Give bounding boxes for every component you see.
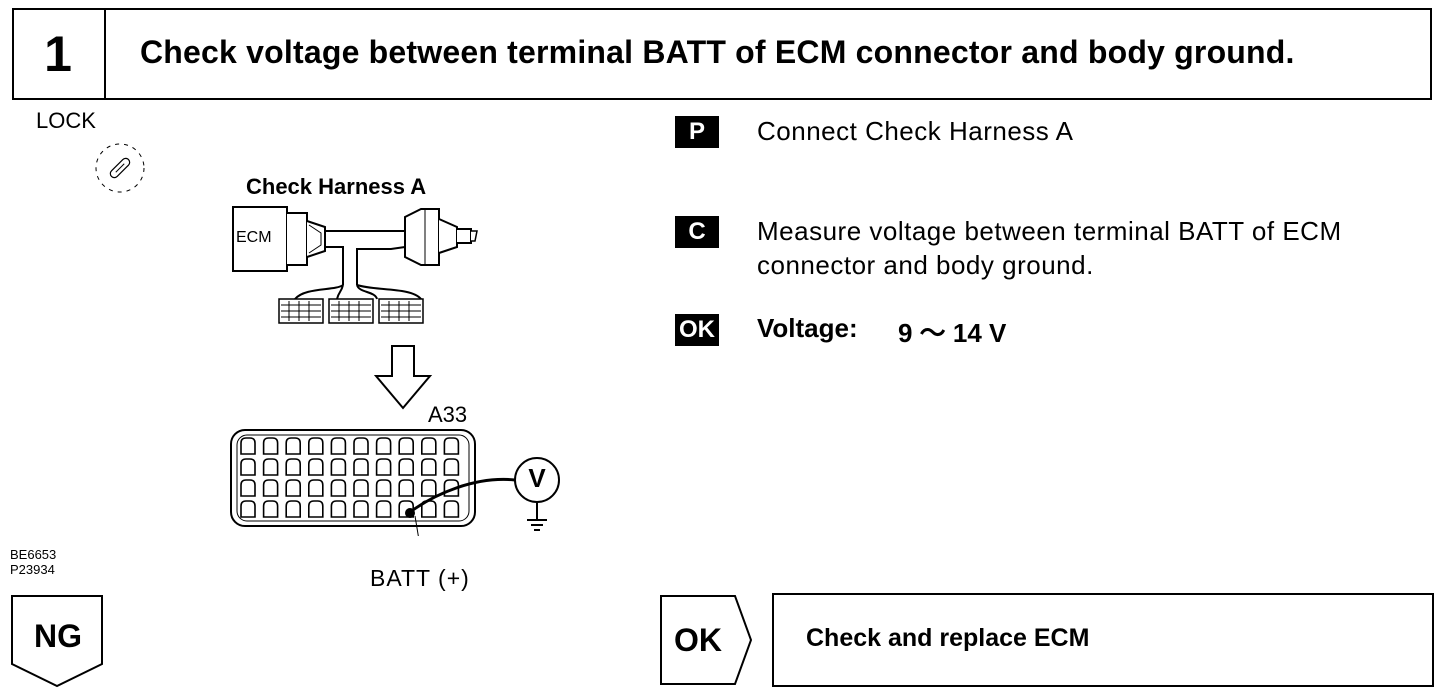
step-title: Check voltage between terminal BATT of E… xyxy=(140,34,1295,70)
connector-pin xyxy=(285,437,301,455)
connector-pin xyxy=(240,458,256,476)
ng-tag xyxy=(11,595,103,688)
connector-pin xyxy=(398,458,414,476)
connector-pin xyxy=(330,437,347,455)
connector-pin xyxy=(308,500,324,518)
badge-prep: P xyxy=(675,116,719,148)
connector-pin xyxy=(262,458,279,476)
instruction-prep: Connect Check Harness A xyxy=(757,116,1074,146)
connector-pin xyxy=(240,437,256,455)
terminal-label: BATT (+) xyxy=(370,565,470,591)
down-arrow-icon xyxy=(374,345,433,410)
badge-ok: OK xyxy=(675,314,719,346)
connector-pin xyxy=(240,479,256,497)
connector-pin xyxy=(353,500,369,518)
ok-action: Check and replace ECM xyxy=(806,624,1090,652)
connector-pin xyxy=(330,479,347,497)
connector-pin xyxy=(398,479,414,497)
connector-pin xyxy=(421,458,437,476)
connector-pin xyxy=(262,437,279,455)
connector-label: A33 xyxy=(428,402,468,427)
badge-check: C xyxy=(675,216,719,248)
connector-pin xyxy=(443,500,460,518)
connector-pin xyxy=(308,437,324,455)
connector-pin xyxy=(262,479,279,497)
connector-pin xyxy=(443,458,460,476)
ecm-label: ECM xyxy=(236,229,272,246)
figure-code: BE6653 xyxy=(10,547,57,562)
voltmeter-symbol: V xyxy=(528,463,546,493)
figure-code: P23934 xyxy=(10,562,55,577)
connector-pin xyxy=(421,479,437,497)
lock-label: LOCK xyxy=(36,108,96,133)
check-harness-diagram xyxy=(232,206,478,324)
a33-connector xyxy=(230,429,560,536)
ok-tag xyxy=(660,595,753,685)
connector-pin xyxy=(330,500,347,518)
spec-label: Voltage: xyxy=(757,313,858,343)
step-header xyxy=(12,8,1432,100)
connector-pin xyxy=(285,500,301,518)
connector-pin xyxy=(421,437,437,455)
connector-pin xyxy=(353,437,369,455)
connector-pin xyxy=(308,479,324,497)
step-number: 1 xyxy=(12,8,106,100)
connector-pin xyxy=(330,458,347,476)
spec-value: 9 ～ 14 V xyxy=(898,318,1007,348)
connector-pin xyxy=(375,458,392,476)
connector-pin xyxy=(240,500,256,518)
connector-pin xyxy=(375,479,392,497)
connector-pin xyxy=(398,437,414,455)
connector-pin xyxy=(353,479,369,497)
connector-pin xyxy=(285,458,301,476)
connector-pin xyxy=(443,437,460,455)
harness-label: Check Harness A xyxy=(246,174,427,199)
instruction-check-line1: Measure voltage between terminal BATT of… xyxy=(757,216,1342,246)
instruction-check-line2: connector and body ground. xyxy=(757,250,1094,280)
connector-pin xyxy=(375,437,392,455)
ok-label: OK xyxy=(674,622,722,658)
connector-pin xyxy=(353,458,369,476)
ng-label: NG xyxy=(34,618,82,654)
connector-pin xyxy=(285,479,301,497)
connector-pin xyxy=(262,500,279,518)
lock-icon xyxy=(95,143,145,193)
connector-pin xyxy=(308,458,324,476)
connector-pin xyxy=(375,500,392,518)
ok-result-box xyxy=(772,593,1434,687)
